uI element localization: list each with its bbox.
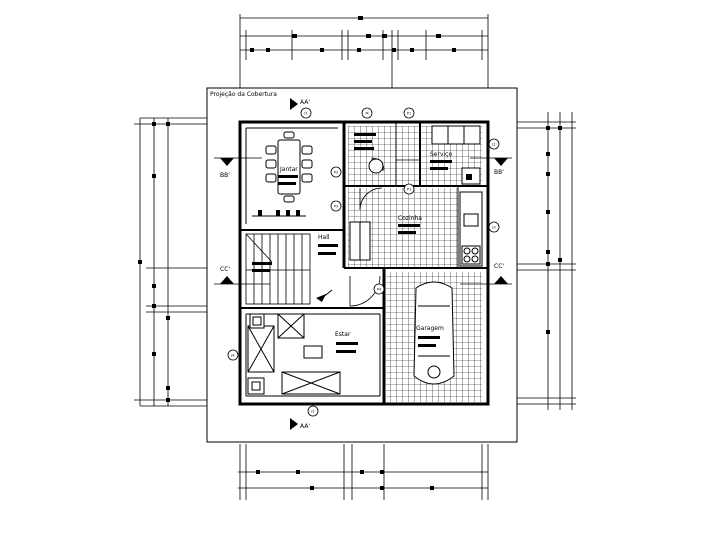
section-arrow-aa-top: AA' bbox=[290, 98, 310, 110]
tag-label-c: P2 bbox=[334, 171, 338, 175]
top-dimension-ticks bbox=[250, 16, 456, 52]
room-label-estar: Estar bbox=[335, 331, 351, 338]
stove-icon bbox=[461, 245, 481, 265]
section-label-cc-right: CC' bbox=[494, 263, 504, 270]
section-label-aa-bottom: AA' bbox=[300, 423, 310, 430]
washer-icon bbox=[368, 158, 384, 174]
room-label-hall: Hall bbox=[318, 234, 330, 241]
circle-tags bbox=[227, 107, 500, 417]
section-arrow-cc-left: CC' bbox=[214, 266, 270, 285]
tag-c bbox=[330, 166, 342, 178]
section-label-aa-top: AA' bbox=[300, 99, 310, 106]
tag-label-a: M bbox=[365, 112, 368, 116]
refrigerator-icon bbox=[349, 221, 371, 261]
tag-label-h: P4 bbox=[377, 288, 382, 292]
tag-e bbox=[403, 183, 415, 195]
section-arrow-aa-bottom: AA' bbox=[290, 418, 310, 430]
entrance-arrow-icon bbox=[316, 289, 333, 302]
walls bbox=[238, 120, 490, 406]
tag-label-e: P1 bbox=[407, 188, 411, 192]
top-dimension-lines bbox=[239, 14, 489, 88]
tag-label-i: J4 bbox=[230, 354, 235, 358]
kitchen-counter bbox=[459, 191, 483, 267]
room-label-jantar: Jantar bbox=[279, 166, 298, 173]
room-labels: Jantar Serviço Cozinha Hall Estar Garage… bbox=[279, 151, 452, 338]
roof-projection-label: Projeção da Cobertura bbox=[210, 91, 277, 98]
tag-d bbox=[330, 200, 342, 212]
bottom-dimension-ticks bbox=[256, 470, 434, 490]
tag-label-d: P3 bbox=[334, 205, 338, 209]
tag-i bbox=[227, 349, 239, 361]
section-label-bb-right: BB' bbox=[494, 169, 504, 176]
section-arrow-cc-right: CC' bbox=[460, 263, 512, 285]
tag-b bbox=[403, 107, 415, 119]
tag-a bbox=[361, 107, 373, 119]
section-arrow-bb-left: BB' bbox=[214, 157, 262, 179]
tag-g bbox=[488, 221, 500, 233]
room-label-servico: Serviço bbox=[430, 151, 452, 158]
tag-h bbox=[373, 283, 385, 295]
dining-sideboard bbox=[258, 210, 300, 216]
tag-label-f: J1 bbox=[491, 143, 495, 147]
left-dimension-ticks bbox=[138, 122, 170, 402]
tag-bottom bbox=[307, 405, 319, 417]
tag-f bbox=[488, 138, 500, 150]
dining-table bbox=[265, 131, 313, 203]
car-icon bbox=[413, 281, 455, 385]
tag-label-g: J3 bbox=[491, 226, 495, 230]
tag-label-b: P1 bbox=[407, 112, 411, 116]
kitchen-sink-icon bbox=[463, 213, 479, 227]
room-area-bars bbox=[252, 133, 452, 353]
tag-label-top: I1 bbox=[304, 112, 307, 116]
living-furniture bbox=[247, 313, 341, 395]
section-arrow-bb-right: BB' bbox=[470, 157, 512, 176]
right-dimension-ticks bbox=[546, 126, 562, 334]
section-label-bb-left: BB' bbox=[220, 172, 230, 179]
section-label-cc-left: CC' bbox=[220, 266, 230, 273]
tag-top bbox=[300, 107, 312, 119]
room-label-cozinha: Cozinha bbox=[398, 215, 422, 222]
circle-tag-labels: I1 I2 M P1 P2 P3 P1 J1 J3 P4 J4 bbox=[230, 112, 495, 414]
sink-basin bbox=[466, 174, 472, 180]
service-cabinets bbox=[431, 125, 481, 145]
tag-label-bottom: I2 bbox=[311, 410, 314, 414]
room-label-garagem: Garagem bbox=[416, 325, 444, 332]
